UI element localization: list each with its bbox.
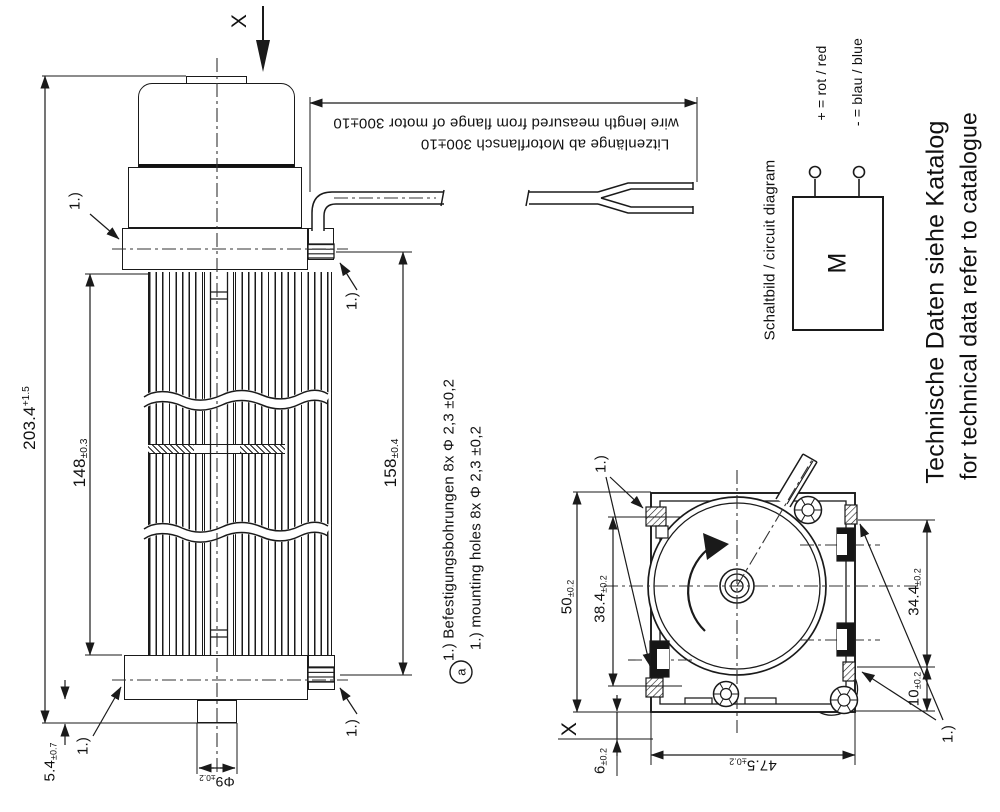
screw-heads xyxy=(712,495,859,715)
bottom-flange xyxy=(124,655,308,700)
dim-end-right-holes: 34.4±0.2 xyxy=(905,568,923,616)
centerlines xyxy=(112,58,436,772)
catalog-note-de: Technische Daten siehe Katalog xyxy=(921,120,950,484)
callout-1-top-left: 1.) xyxy=(66,191,84,211)
hatch-band-left xyxy=(148,444,194,454)
dimension-lines-end xyxy=(572,491,932,760)
dim-shaft-diameter: Φ9±0.2 xyxy=(199,773,235,790)
callout-1-end-bottom: 1.) xyxy=(939,724,957,744)
flange-mounting-tabs xyxy=(307,243,335,683)
dim-total-length: 203.4+1.5 xyxy=(20,386,39,450)
callout-1-bottom-right: 1.) xyxy=(343,718,361,738)
note-line-de: 1.) Befestigungsbohrungen 8x Φ 2,3 ±0,2 xyxy=(440,378,458,662)
fan-shaft-strip xyxy=(204,272,234,655)
hatch-band-right xyxy=(240,444,285,454)
extension-lines xyxy=(42,75,698,774)
callout-1-right: 1.) xyxy=(343,291,361,311)
dim-stub-length: 5.4±0.7 xyxy=(41,742,59,782)
fan-inner-details xyxy=(209,272,229,655)
dim-end-width: 50±0.2 xyxy=(558,579,576,615)
break-line-upper xyxy=(144,390,328,410)
wire-minus-label: - = blau / blue xyxy=(849,37,865,127)
callout-leaders-end xyxy=(605,476,944,721)
note-ref-label: a xyxy=(453,668,469,676)
wire-length-note-en: wire length measured from flange of moto… xyxy=(333,114,679,132)
section-x-label-end: X xyxy=(558,721,581,737)
wire-length-note-de: Litzenlänge ab Motorflansch 300±10 xyxy=(420,135,670,153)
section-x-label-top: X xyxy=(228,13,251,29)
wire-plus-label: + = rot / red xyxy=(813,45,829,121)
lead-wires xyxy=(311,182,694,231)
note-line-en: 1.) mounting holes 8x Φ 2,3 ±0,2 xyxy=(467,425,485,651)
break-line-lower xyxy=(144,522,328,542)
catalog-note-en: for technical data refer to catalogue xyxy=(955,112,982,480)
section-arrow-x xyxy=(256,6,270,72)
dim-hole-distance: 158±0.4 xyxy=(381,438,401,488)
dimension-lines-side xyxy=(40,75,698,773)
callout-1-bottom-left: 1.) xyxy=(74,736,92,756)
dim-end-right-bottom: 10±0.2 xyxy=(905,671,923,707)
motor-body xyxy=(128,167,302,228)
fan-blade-section xyxy=(148,272,332,655)
dim-blade-length: 148±0.3 xyxy=(70,438,90,488)
dim-end-square: 47.5±0.2 xyxy=(729,756,777,774)
end-view xyxy=(647,453,859,716)
motor-symbol-label: M xyxy=(823,252,852,274)
note-ref-circle xyxy=(449,660,473,684)
circuit-title: Schaltbild / circuit diagram xyxy=(761,159,779,341)
end-view-tabs xyxy=(645,504,858,698)
callout-leaders-side xyxy=(89,213,358,737)
circuit-diagram xyxy=(792,165,884,331)
dim-end-left-holes: 38.4±0.2 xyxy=(591,575,609,623)
dim-end-xplane: 6±0.2 xyxy=(591,748,609,774)
callout-1-end-top: 1.) xyxy=(592,454,610,474)
